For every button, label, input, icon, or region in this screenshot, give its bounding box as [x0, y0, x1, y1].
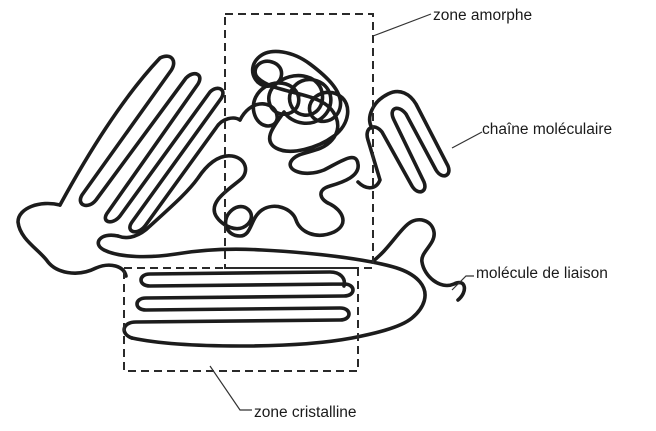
- amorphous-zone-label: zone amorphe: [433, 7, 532, 24]
- crystalline-zone-leader: [210, 366, 252, 410]
- crystalline-zone-label: zone cristalline: [254, 404, 357, 421]
- right-lamella-chain: [358, 92, 449, 192]
- tie-molecule-label: molécule de liaison: [476, 265, 608, 282]
- molecular-chain-leader: [452, 132, 482, 148]
- crystalline-lamella-chain: [124, 272, 353, 338]
- outer-loop-chain: [18, 204, 126, 276]
- molecular-chain-label: chaîne moléculaire: [482, 121, 612, 138]
- amorphous-zone-leader: [373, 14, 431, 36]
